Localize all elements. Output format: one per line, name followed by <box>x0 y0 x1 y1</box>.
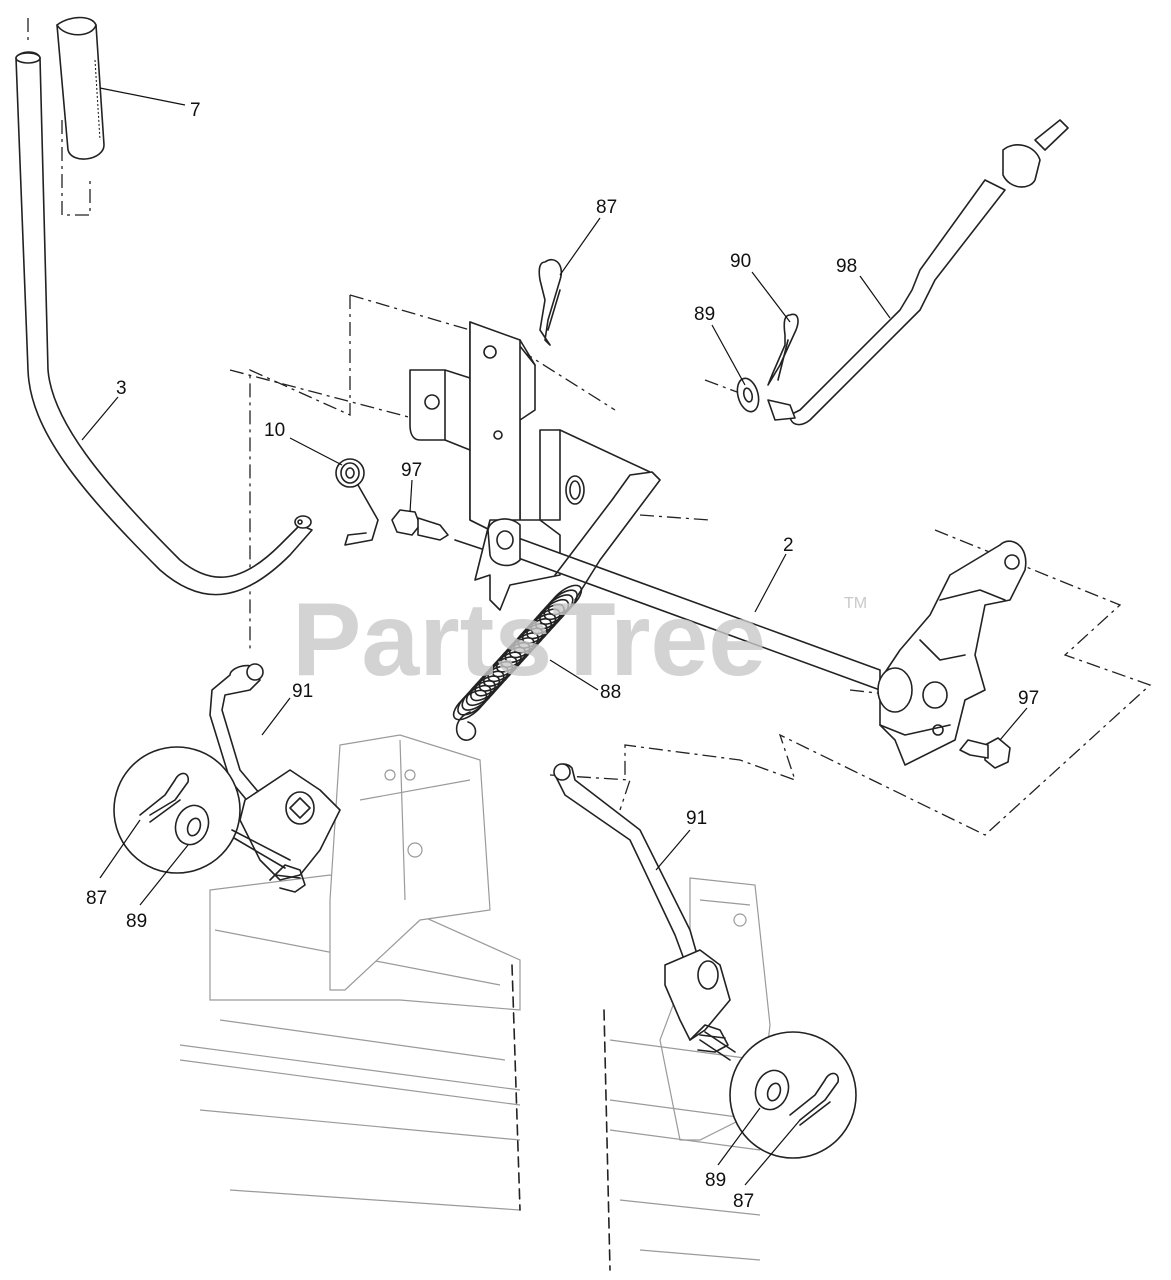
callout-97-right: 97 <box>1018 688 1039 709</box>
lift-link-left <box>209 663 341 881</box>
callout-87-left: 87 <box>86 888 107 909</box>
spring-coil <box>547 584 583 616</box>
leader-lines <box>81 87 1028 1186</box>
handle-grip <box>56 16 105 160</box>
extension-spring <box>452 584 583 741</box>
callout-91-right: 91 <box>686 808 707 829</box>
lift-arm-plate-right <box>877 540 1027 766</box>
hex-bolt-left <box>391 509 449 541</box>
hairpin-clip-on-left-link <box>269 864 306 893</box>
callout-labels: 7 87 90 98 89 3 10 97 2 91 88 97 91 87 8… <box>86 100 1039 1212</box>
callout-90: 90 <box>730 251 751 272</box>
lift-link-right <box>553 763 731 1041</box>
detail-circle-right <box>699 1031 857 1159</box>
callout-88: 88 <box>600 682 621 703</box>
spring-end-hook <box>455 711 477 741</box>
callout-97-left: 97 <box>401 460 422 481</box>
assembly-lines <box>27 18 1152 836</box>
callout-2: 2 <box>783 535 794 556</box>
callout-89-top: 89 <box>694 304 715 325</box>
torsion-spring <box>335 458 379 546</box>
watermark: PartsTree TM <box>292 582 867 698</box>
lift-handle-rod <box>15 51 313 596</box>
callout-10: 10 <box>264 420 285 441</box>
hex-bolt-right <box>959 737 1011 769</box>
tie-rod <box>767 119 1069 426</box>
callout-7: 7 <box>190 100 201 121</box>
washer-89-top <box>736 377 760 413</box>
callout-89-right: 89 <box>705 1170 726 1191</box>
deck-housing-left <box>179 734 521 1211</box>
spring-hook-wire <box>554 429 661 601</box>
callout-91-left: 91 <box>292 681 313 702</box>
callout-87-top: 87 <box>596 197 617 218</box>
watermark-trademark: TM <box>844 595 867 612</box>
callout-98: 98 <box>836 256 857 277</box>
callout-89-left: 89 <box>126 911 147 932</box>
watermark-text: PartsTree <box>292 582 766 698</box>
callout-87-right: 87 <box>733 1191 754 1212</box>
hairpin-clip-90 <box>767 313 799 386</box>
hairpin-clip-87-top <box>538 258 563 346</box>
detail-circle-left <box>113 746 291 874</box>
callout-3: 3 <box>116 378 127 399</box>
